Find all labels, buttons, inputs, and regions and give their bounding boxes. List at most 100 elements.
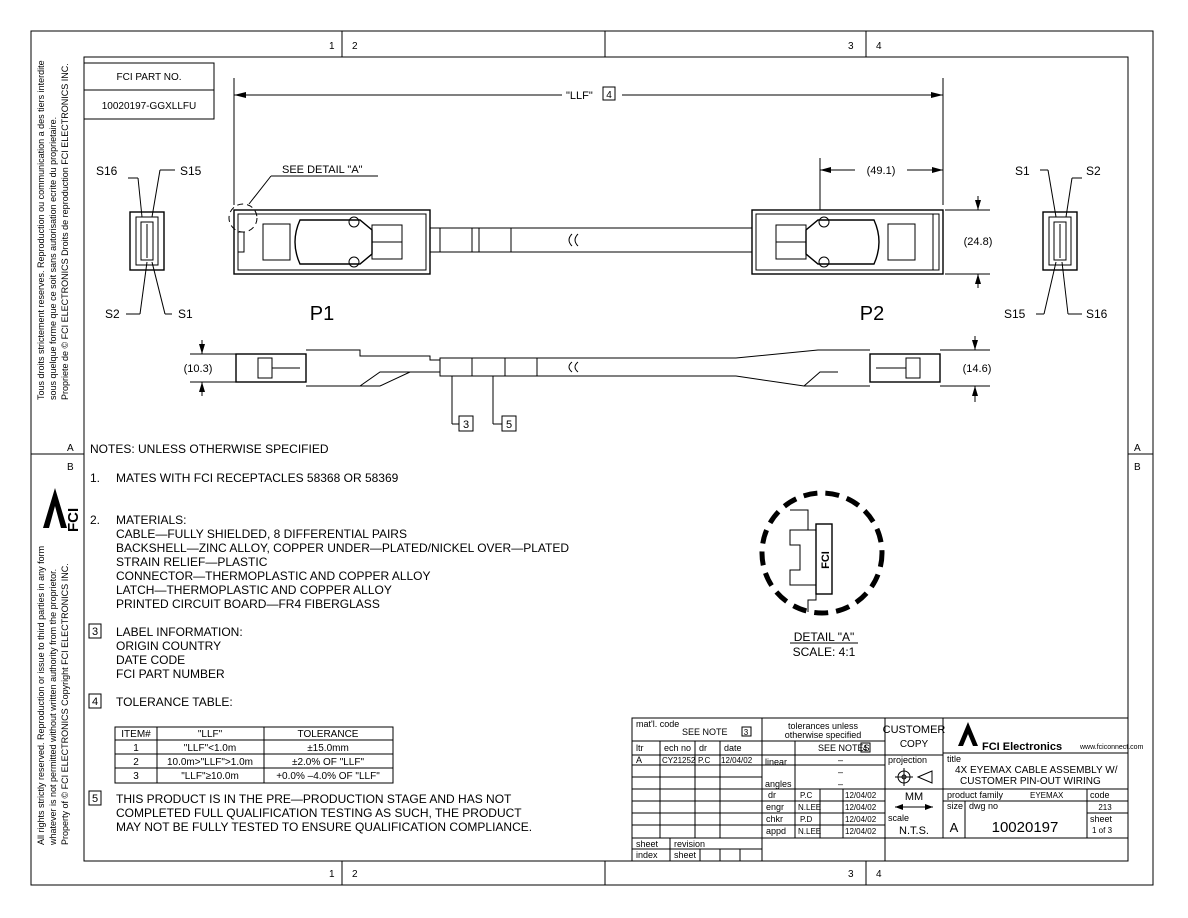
see-note-label: SEE NOTE [682, 727, 728, 737]
svg-text:SEE NOTES: SEE NOTES [818, 743, 870, 753]
table-cell: 3 [133, 771, 139, 782]
dimension-arrow-icon [895, 804, 933, 810]
svg-text:MM: MM [905, 791, 923, 803]
zone-right-a: A [1134, 443, 1141, 454]
svg-text:COPY: COPY [900, 739, 929, 750]
zone-bottom-1: 1 [329, 869, 335, 880]
sheet-number: 1 of 3 [1092, 826, 1113, 835]
zone-right-b: B [1134, 462, 1141, 473]
svg-text:N.LEE: N.LEE [798, 803, 821, 812]
fci-part-number-box: FCI PART NO. 10020197-GGXLLFU [83, 62, 215, 120]
zone-top-3: 3 [848, 41, 854, 52]
svg-text:12/04/02: 12/04/02 [845, 791, 877, 800]
projection-symbol-icon [895, 768, 933, 786]
llf-label: "LLF" [566, 90, 593, 102]
matl-code-label: mat'l. code [636, 719, 679, 729]
svg-text:(24.8): (24.8) [964, 236, 993, 248]
note-2-title: MATERIALS: [116, 513, 186, 527]
callout-5: 5 [492, 376, 517, 432]
svg-text:ITEM#: ITEM# [121, 729, 151, 740]
zone-top-4: 4 [876, 41, 882, 52]
note-3-num: 3 [92, 626, 98, 638]
svg-text:–: – [838, 779, 843, 789]
svg-text:engr: engr [766, 802, 784, 812]
rev-date: 12/04/02 [721, 756, 753, 765]
table-cell: 1 [133, 743, 139, 754]
detail-a-title: DETAIL "A" [794, 630, 855, 644]
margin-notice-english: All rights strictly reserved. Reproducti… [36, 546, 70, 846]
svg-text:dr: dr [768, 790, 776, 800]
svg-text:sheet: sheet [1090, 814, 1113, 824]
size-value: A [950, 820, 959, 835]
dim-14-6: (14.6) [940, 336, 991, 402]
table-cell: ±2.0% OF "LLF" [292, 757, 365, 768]
dim-10-3: (10.3) [184, 340, 236, 396]
svg-text:P.D: P.D [800, 815, 813, 824]
zone-left-b: B [67, 462, 74, 473]
see-detail-label: SEE DETAIL "A" [282, 164, 363, 176]
drawing-number: 10020197 [992, 819, 1059, 836]
svg-text:Property of © FCI ELECTRONICS: Property of © FCI ELECTRONICS Copyright … [60, 563, 70, 845]
callout-3: 3 [451, 376, 474, 432]
note-2-line: CABLE—FULLY SHIELDED, 8 DIFFERENTIAL PAI… [116, 527, 407, 541]
notes-section: NOTES: UNLESS OTHERWISE SPECIFIED 1. MAT… [88, 442, 569, 834]
see-detail-callout: SEE DETAIL "A" [228, 164, 378, 233]
svg-text:dwg no: dwg no [969, 801, 998, 811]
note-3-line: FCI PART NUMBER [116, 667, 225, 681]
svg-text:"LLF": "LLF" [198, 729, 223, 740]
svg-text:projection: projection [888, 755, 927, 765]
table-cell: "LLF"<1.0m [184, 743, 236, 754]
notes-header: NOTES: UNLESS OTHERWISE SPECIFIED [90, 442, 329, 456]
note-3-line: ORIGIN COUNTRY [116, 639, 221, 653]
svg-text:Tous droits strictement reserv: Tous droits strictement reserves. Reprod… [36, 60, 46, 400]
end-view-left: S16 S15 S2 S1 [96, 164, 202, 321]
note-4-title: TOLERANCE TABLE: [116, 695, 233, 709]
svg-text:scale: scale [888, 813, 909, 823]
svg-text:otherwise specified: otherwise specified [785, 730, 862, 740]
svg-text:ech no: ech no [664, 743, 691, 753]
note-2-line: CONNECTOR—THERMOPLASTIC AND COPPER ALLOY [116, 569, 431, 583]
svg-text:All rights strictly reserved.: All rights strictly reserved. Reproducti… [36, 546, 46, 845]
svg-text:appd: appd [766, 826, 786, 836]
note-1-num: 1. [90, 471, 100, 485]
svg-text:date: date [724, 743, 742, 753]
note-5-line: COMPLETED FULL QUALIFICATION TESTING AS … [116, 806, 522, 820]
label-p2: P2 [860, 303, 884, 325]
svg-text:12/04/02: 12/04/02 [845, 815, 877, 824]
svg-text:3: 3 [744, 728, 749, 737]
zone-top-2: 2 [352, 41, 358, 52]
svg-text:chkr: chkr [766, 814, 783, 824]
svg-text:(10.3): (10.3) [184, 363, 213, 375]
svg-text:4: 4 [863, 744, 868, 753]
note-5-num: 5 [92, 793, 98, 805]
note-2-line: STRAIN RELIEF—PLASTIC [116, 555, 268, 569]
outer-border [30, 30, 1154, 886]
table-cell: ±15.0mm [307, 743, 349, 754]
svg-text:sheet: sheet [636, 839, 659, 849]
tolerance-table: ITEM# "LLF" TOLERANCE 1 "LLF"<1.0m ±15.0… [114, 726, 394, 784]
pin-s15-left: S15 [180, 164, 202, 178]
title-block: mat'l. code SEE NOTE 3 ltr ech no dr dat… [631, 717, 1144, 862]
svg-text:dr: dr [699, 743, 707, 753]
svg-text:title: title [947, 754, 961, 764]
svg-text:TOLERANCE: TOLERANCE [298, 729, 359, 740]
svg-text:sous quelque forme que ce soit: sous quelque forme que ce soit sans auto… [48, 117, 58, 400]
note-2-line: PRINTED CIRCUIT BOARD—FR4 FIBERGLASS [116, 597, 380, 611]
cable-side-view [235, 349, 941, 387]
detail-a-view: FCI DETAIL "A" SCALE: 4:1 [759, 490, 885, 659]
svg-text:P.C: P.C [800, 791, 813, 800]
part-no-value: 10020197-GGXLLFU [102, 101, 197, 112]
fci-brand-logo-icon [958, 722, 978, 746]
table-cell: 10.0m>"LLF">1.0m [167, 757, 253, 768]
detail-fci-mark: FCI [820, 551, 832, 569]
svg-text:tolerances unless: tolerances unless [788, 721, 859, 731]
zone-bottom-2: 2 [352, 869, 358, 880]
rev-letter: A [636, 755, 642, 765]
zone-left-a: A [67, 443, 74, 454]
svg-text:ltr: ltr [636, 743, 644, 753]
pin-s16-left: S16 [96, 164, 118, 178]
inner-border [83, 56, 1129, 862]
margin-notice-french: Tous droits strictement reserves. Reprod… [36, 60, 70, 400]
pin-s1-left: S1 [178, 307, 193, 321]
